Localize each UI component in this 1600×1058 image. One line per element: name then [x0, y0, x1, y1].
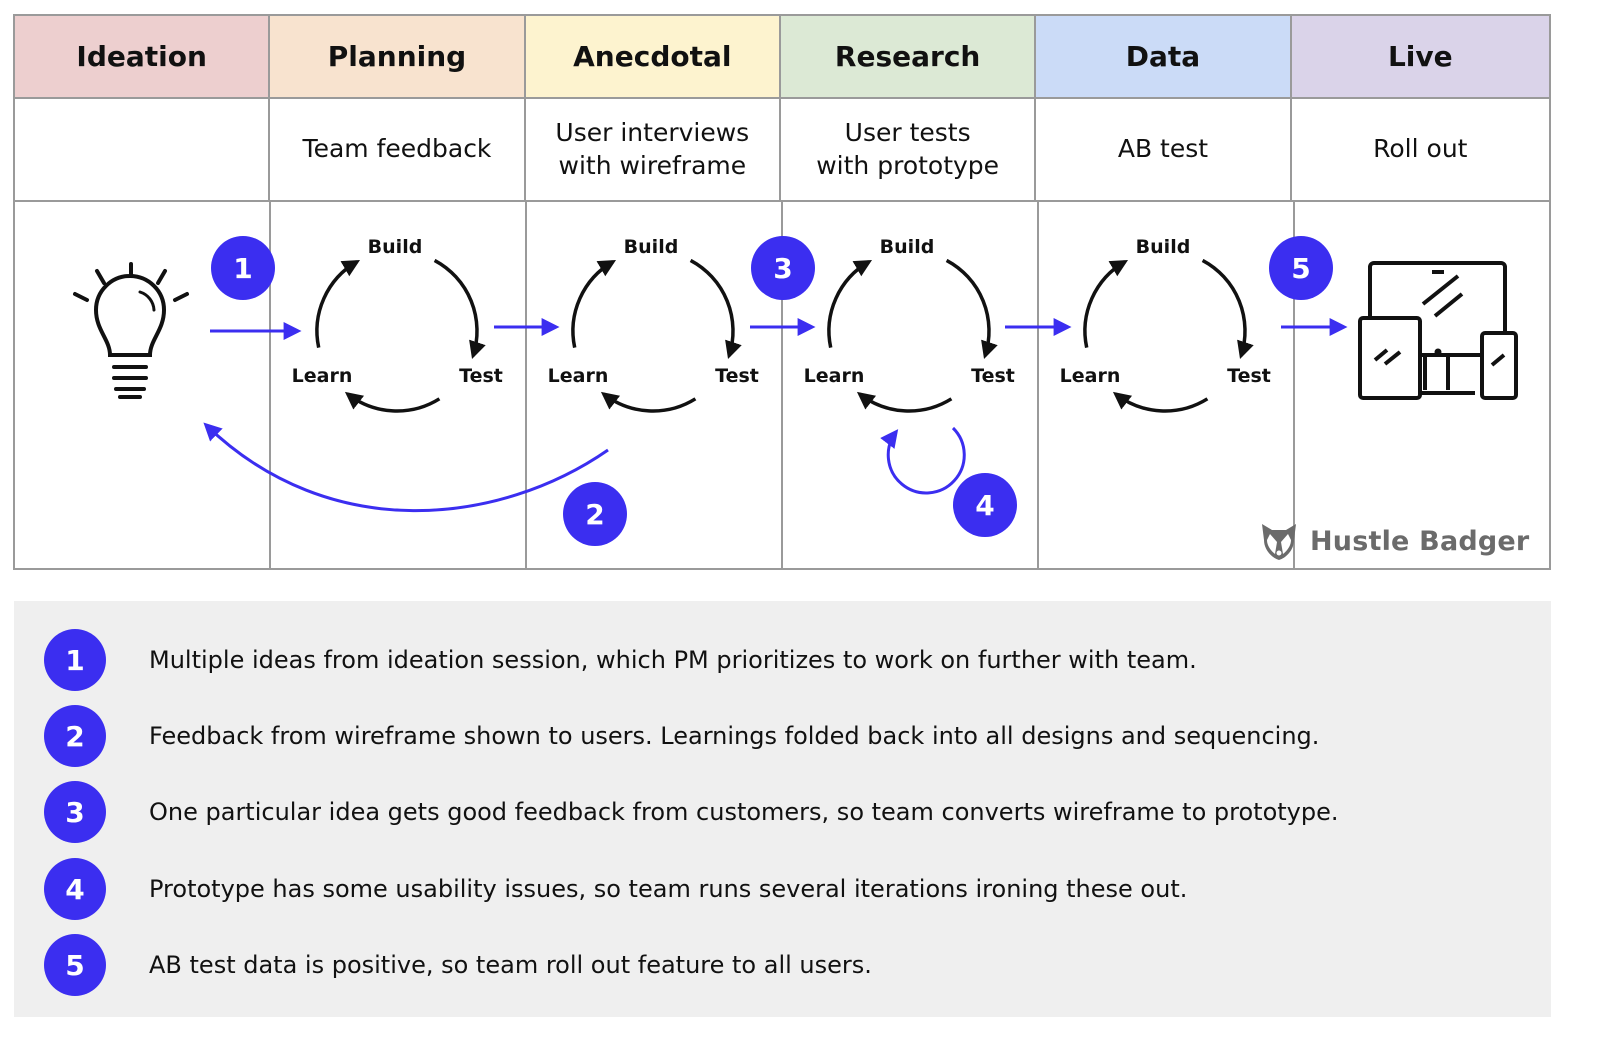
- cycle-label-build: Build: [624, 236, 679, 258]
- svg-text:5: 5: [1291, 252, 1310, 285]
- cycle-arrow-build-to-test: [689, 258, 742, 360]
- cycle-arrow-learn-to-build: [315, 259, 361, 348]
- method-ideation: [15, 97, 271, 200]
- phase-header-live: Live: [1291, 16, 1549, 97]
- cycle-arrow-test-to-learn: [344, 391, 441, 413]
- column-divider: [269, 200, 271, 570]
- phase-header-anecdotal: Anecdotal: [525, 16, 781, 97]
- svg-text:2: 2: [585, 498, 604, 531]
- phase-header-planning: Planning: [270, 16, 526, 97]
- svg-text:3: 3: [773, 252, 792, 285]
- cycle-label-learn: Learn: [292, 365, 353, 387]
- method-research: User tests with prototype: [781, 97, 1037, 200]
- legend-item: 1 Multiple ideas from ideation session, …: [44, 627, 1197, 693]
- cycle-arrow-build-to-test: [945, 258, 998, 360]
- method-live: Roll out: [1373, 134, 1468, 163]
- legend-text: Multiple ideas from ideation session, wh…: [149, 646, 1197, 674]
- legend-badge: 5: [44, 934, 106, 996]
- cycle-arrow-learn-to-build: [571, 259, 617, 348]
- legend-item: 3 One particular idea gets good feedback…: [44, 779, 1339, 845]
- feedback-arrow: [203, 422, 609, 513]
- cycle-label-build: Build: [880, 236, 935, 258]
- badge-1: 1: [211, 236, 275, 300]
- badge-4: 4: [953, 473, 1017, 537]
- legend-text: Prototype has some usability issues, so …: [149, 875, 1188, 903]
- cycle-arrow-build-to-test: [433, 258, 486, 360]
- cycle-label-learn: Learn: [548, 365, 609, 387]
- column-divider: [1037, 200, 1039, 570]
- legend-badge: 1: [44, 629, 106, 691]
- legend-item: 2 Feedback from wireframe shown to users…: [44, 703, 1319, 769]
- column-divider: [781, 200, 783, 570]
- badger-icon: [1262, 524, 1296, 560]
- cycle-label-build: Build: [1136, 236, 1191, 258]
- cycle-label-test: Test: [715, 365, 759, 387]
- flow-arrows: [203, 318, 1348, 513]
- cycle-arrow-build-to-test: [1201, 258, 1254, 360]
- cycle-label-learn: Learn: [1060, 365, 1121, 387]
- cycle-arrow-test-to-learn: [600, 391, 697, 413]
- legend-text: One particular idea gets good feedback f…: [149, 798, 1339, 826]
- legend-item: 5 AB test data is positive, so team roll…: [44, 932, 872, 998]
- badge-5: 5: [1269, 236, 1333, 300]
- brand-name: Hustle Badger: [1310, 525, 1530, 557]
- column-divider: [525, 200, 527, 570]
- devices-icon: [1358, 261, 1518, 400]
- method-data: AB test: [1036, 97, 1292, 200]
- phase-table: Ideation Planning Anecdotal Research Dat…: [13, 14, 1551, 570]
- badge-3: 3: [751, 236, 815, 300]
- lightbulb-icon: [73, 262, 189, 399]
- column-divider: [1293, 200, 1295, 570]
- badge-2: 2: [563, 482, 627, 546]
- cycle-label-build: Build: [368, 236, 423, 258]
- legend-item: 4 Prototype has some usability issues, s…: [44, 856, 1187, 922]
- cycle-label-test: Test: [1227, 365, 1271, 387]
- legend-badge: 3: [44, 781, 106, 843]
- cycle-label-test: Test: [971, 365, 1015, 387]
- cycle-arrow-learn-to-build: [827, 259, 873, 348]
- flow-diagram: 1 2 3 4 5 BuildTestLearnBuildTestLearnBu…: [73, 236, 1518, 546]
- svg-text:4: 4: [975, 489, 994, 522]
- cycle-arrow-learn-to-build: [1083, 259, 1129, 348]
- cycle-arrow-test-to-learn: [856, 391, 953, 413]
- method-planning: Team feedback: [270, 97, 526, 200]
- legend-text: Feedback from wireframe shown to users. …: [149, 722, 1320, 750]
- cycle-label-learn: Learn: [804, 365, 865, 387]
- svg-text:1: 1: [233, 252, 252, 285]
- phase-header-ideation: Ideation: [15, 16, 271, 97]
- cycle-label-test: Test: [459, 365, 503, 387]
- legend-badge: 2: [44, 705, 106, 767]
- cycle-arrow-test-to-learn: [1112, 391, 1209, 413]
- method-anecdotal: User interviews with wireframe: [526, 97, 781, 200]
- phase-header-row: Ideation Planning Anecdotal Research Dat…: [15, 16, 1549, 99]
- legend-panel: 1 Multiple ideas from ideation session, …: [14, 601, 1551, 1017]
- legend-text: AB test data is positive, so team roll o…: [149, 951, 872, 979]
- legend-badge: 4: [44, 858, 106, 920]
- brand-logo: Hustle Badger: [1258, 520, 1529, 562]
- phase-header-data: Data: [1036, 16, 1292, 97]
- phase-header-research: Research: [780, 16, 1037, 97]
- iteration-arrow: [880, 426, 966, 495]
